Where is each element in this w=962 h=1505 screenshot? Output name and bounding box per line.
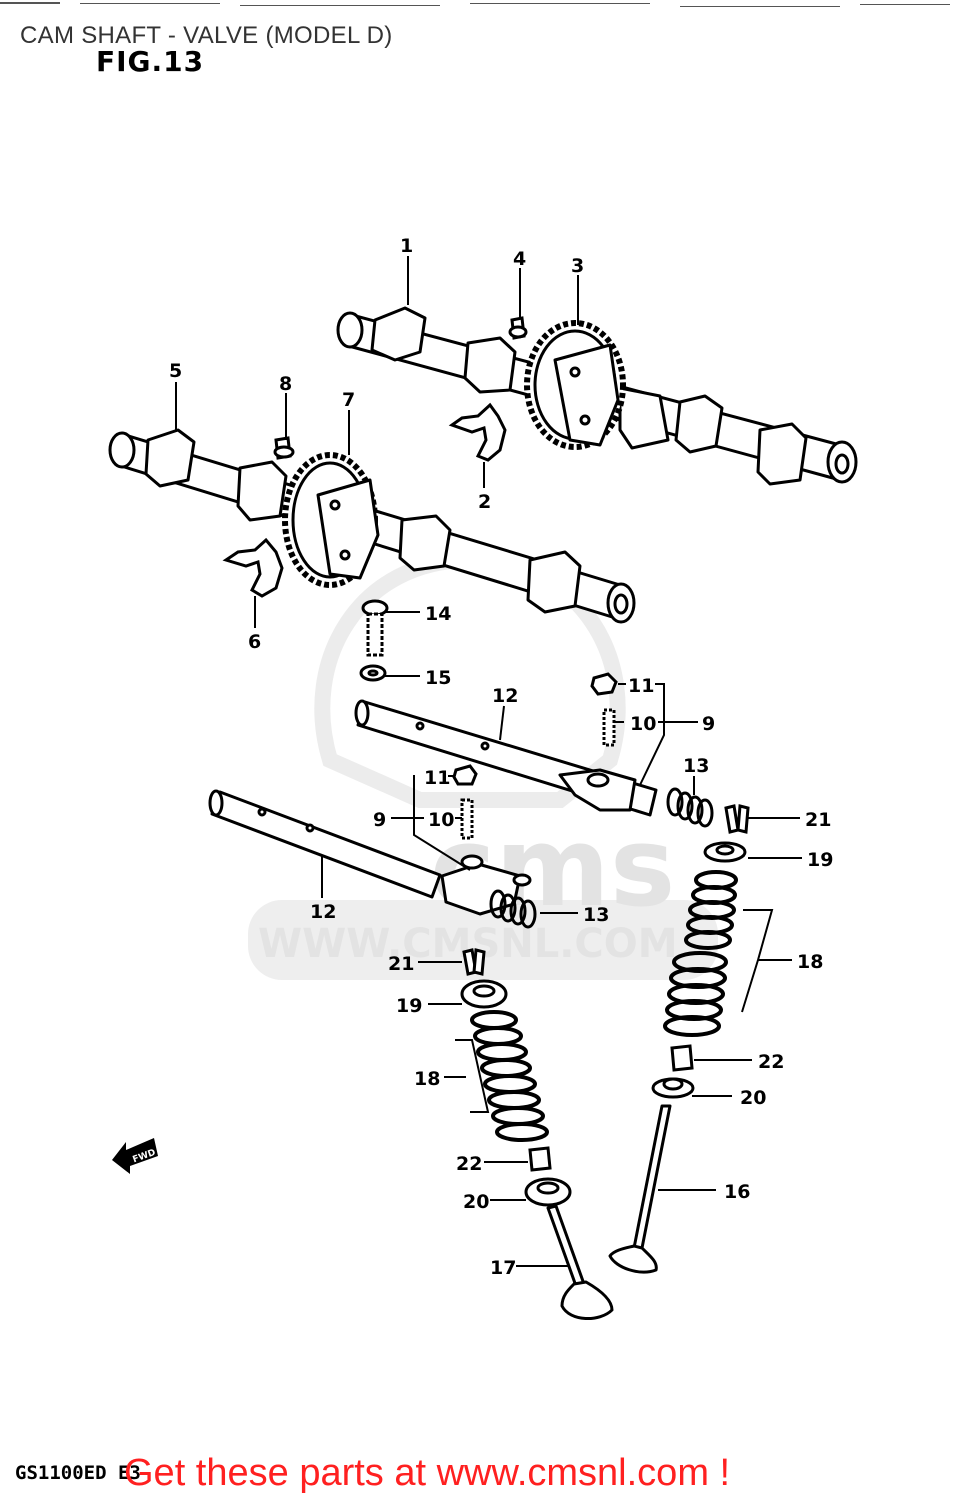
callout-22-left: 22 (456, 1153, 482, 1175)
cam-chain-guide-2 (448, 402, 507, 462)
page-title: CAM SHAFT - VALVE (MODEL D) (20, 22, 393, 49)
oil-seal-22-right (670, 1044, 694, 1072)
bolt-8 (273, 436, 295, 460)
model-code: GS1100ED E3 (15, 1462, 141, 1484)
callout-12-upper: 12 (492, 685, 518, 707)
callout-numbers: 1 2 3 4 5 6 7 8 14 15 12 11 10 9 13 21 1… (169, 235, 833, 1279)
callout-9-lower: 9 (373, 809, 386, 831)
buy-parts-link[interactable]: Get these parts at www.cmsnl.com ! (124, 1452, 731, 1494)
callout-8: 8 (279, 373, 292, 395)
oil-seal-22-left (528, 1146, 552, 1172)
callout-13-lower: 13 (583, 904, 609, 926)
intake-valve-17 (546, 1204, 614, 1321)
springs-18-right (663, 870, 738, 1037)
intake-camshaft (108, 428, 636, 624)
callout-13-upper: 13 (683, 755, 709, 777)
callout-20-left: 20 (463, 1191, 489, 1213)
callout-10-upper: 10 (630, 713, 656, 735)
callout-4: 4 (513, 248, 526, 270)
scan-noise (0, 2, 950, 7)
callout-21-left: 21 (388, 953, 414, 975)
spring-13-upper (666, 787, 714, 828)
callout-11-upper: 11 (628, 675, 654, 697)
callout-2: 2 (478, 491, 491, 513)
bolt-4 (508, 316, 528, 340)
figure-label: FIG.13 (96, 45, 205, 78)
adjusting-screw-10-upper (602, 708, 616, 747)
bolt-14 (361, 599, 389, 657)
springs-18-left (470, 1010, 549, 1142)
retainer-19-left (460, 979, 508, 1009)
callout-11-lower: 11 (424, 767, 450, 789)
rocker-arm-shaft-upper (354, 699, 658, 817)
spring-seat-20-left (524, 1177, 572, 1207)
callout-21-right: 21 (805, 809, 831, 831)
locknut-11-lower (452, 764, 478, 786)
callout-20-right: 20 (740, 1087, 766, 1109)
callout-6: 6 (248, 631, 261, 653)
callout-19-left: 19 (396, 995, 422, 1017)
callout-15: 15 (425, 667, 451, 689)
leader-lines (175, 256, 802, 1267)
callout-18-right: 18 (797, 951, 823, 973)
callout-10-lower: 10 (428, 809, 454, 831)
spring-13-lower (489, 889, 537, 929)
front-arrow-icon: FWD (112, 1138, 158, 1174)
callout-9-upper: 9 (702, 713, 715, 735)
retainer-19-right (703, 841, 747, 863)
callout-19-right: 19 (807, 849, 833, 871)
callout-12-lower: 12 (310, 901, 336, 923)
callout-17: 17 (490, 1257, 516, 1279)
callout-5: 5 (169, 360, 182, 382)
callout-14: 14 (425, 603, 451, 625)
exhaust-camshaft (336, 306, 858, 486)
spring-seat-20-right (651, 1077, 695, 1099)
callout-1: 1 (400, 235, 413, 257)
cotters-21-right (724, 804, 750, 834)
exhaust-valve-16 (608, 1104, 672, 1274)
cotters-21-left (462, 948, 486, 976)
washer-15 (359, 664, 387, 682)
locknut-11-upper (590, 672, 618, 696)
callout-3: 3 (571, 255, 584, 277)
callout-7: 7 (342, 389, 355, 411)
callout-22-right: 22 (758, 1051, 784, 1073)
callout-16: 16 (724, 1181, 750, 1203)
cam-chain-guide-6 (222, 537, 284, 598)
callout-18-left: 18 (414, 1068, 440, 1090)
adjusting-screw-10-lower (460, 798, 474, 840)
